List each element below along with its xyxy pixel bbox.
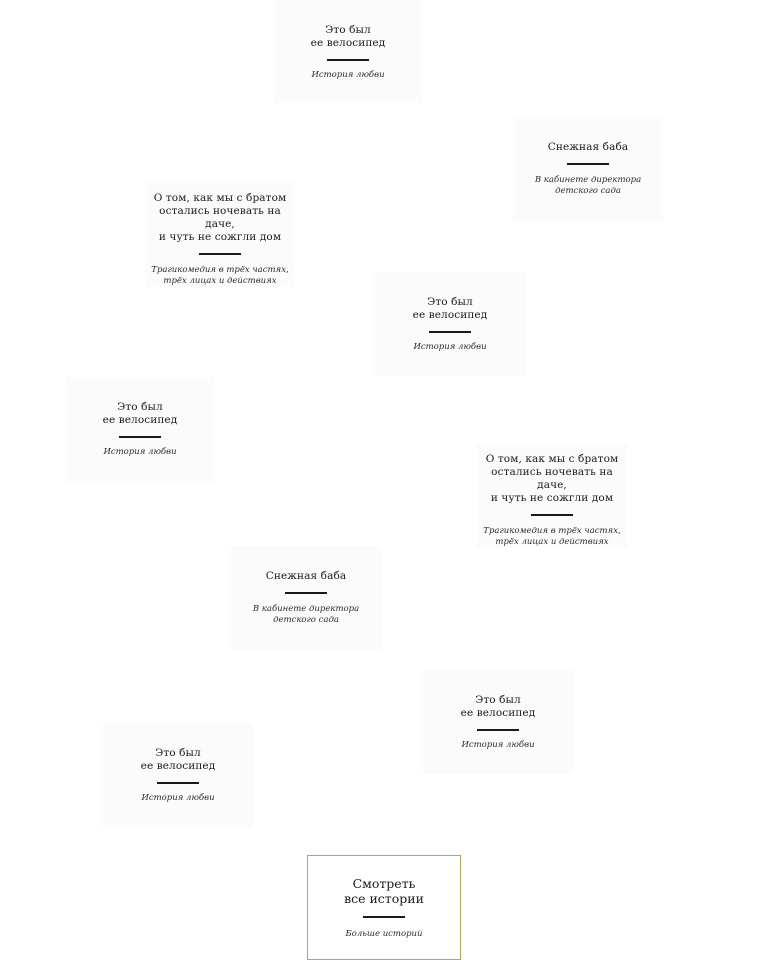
story-subtitle: История любви xyxy=(413,341,487,352)
story-card[interactable]: Это был ее велосипед История любви xyxy=(375,272,525,376)
divider xyxy=(327,59,369,61)
story-subtitle: В кабинете директора детского сада xyxy=(252,603,360,626)
story-title: Это был ее велосипед xyxy=(412,296,488,321)
story-subtitle: История любви xyxy=(103,446,177,457)
cta-subtitle: Больше историй xyxy=(345,928,423,939)
story-subtitle: В кабинете директора детского сада xyxy=(534,174,642,197)
story-card[interactable]: Снежная баба В кабинете директора детско… xyxy=(513,117,663,221)
story-title: Снежная баба xyxy=(265,570,347,582)
divider xyxy=(285,592,327,594)
story-title: О том, как мы с братом остались ночевать… xyxy=(153,192,287,243)
divider xyxy=(531,514,573,516)
story-title: Это был ее велосипед xyxy=(140,747,216,772)
story-card[interactable]: Это был ее велосипед История любви xyxy=(65,377,215,481)
story-card[interactable]: Снежная баба В кабинете директора детско… xyxy=(231,546,381,650)
cta-title: Смотреть все истории xyxy=(344,876,424,906)
view-all-stories-button[interactable]: Смотреть все истории Больше историй xyxy=(307,855,461,960)
divider xyxy=(477,729,519,731)
story-subtitle: Трагикомедия в трёх частях, трёх лицах и… xyxy=(483,525,621,548)
story-card[interactable]: О том, как мы с братом остались ночевать… xyxy=(145,183,295,287)
story-title: О том, как мы с братом остались ночевать… xyxy=(485,453,619,504)
story-card[interactable]: Это был ее велосипед История любви xyxy=(103,723,253,827)
story-subtitle: Трагикомедия в трёх частях, трёх лицах и… xyxy=(151,264,289,287)
divider xyxy=(429,331,471,333)
story-title: Это был ее велосипед xyxy=(310,24,386,49)
story-title: Это был ее велосипед xyxy=(102,401,178,426)
divider xyxy=(157,782,199,784)
story-subtitle: История любви xyxy=(311,69,385,80)
story-card[interactable]: Это был ее велосипед История любви xyxy=(423,670,573,774)
divider xyxy=(363,916,405,918)
story-subtitle: История любви xyxy=(141,792,215,803)
story-title: Снежная баба xyxy=(547,141,629,153)
story-card[interactable]: О том, как мы с братом остались ночевать… xyxy=(477,444,627,548)
divider xyxy=(567,163,609,165)
divider xyxy=(119,436,161,438)
story-subtitle: История любви xyxy=(461,739,535,750)
story-title: Это был ее велосипед xyxy=(460,694,536,719)
divider xyxy=(199,253,241,255)
story-card[interactable]: Это был ее велосипед История любви xyxy=(273,0,423,103)
